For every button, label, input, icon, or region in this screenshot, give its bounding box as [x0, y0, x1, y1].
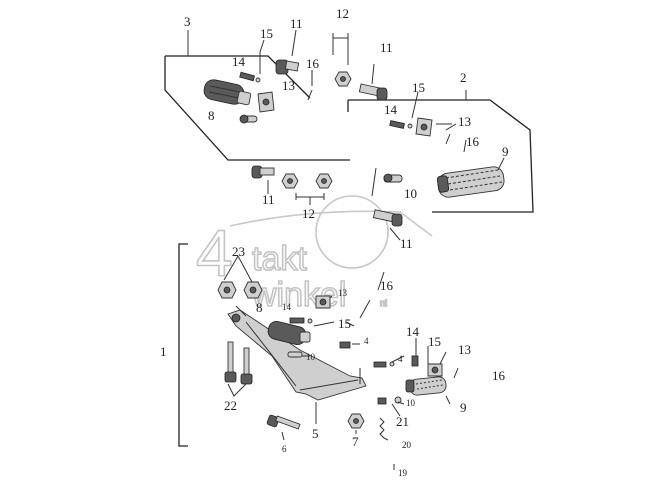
callout-3: 3: [184, 14, 191, 29]
callout-6: 6: [282, 444, 287, 454]
bolt-22-a: [224, 341, 237, 383]
pin-16-right: [445, 133, 451, 145]
bolt-11-right: [358, 83, 388, 101]
pin-21: [377, 397, 387, 405]
callout-2: 2: [460, 70, 467, 85]
callout-13-top: 13: [282, 78, 295, 93]
bolt-11-top: [275, 59, 300, 75]
bracket-22: [227, 383, 247, 397]
bolt-11-lower: [372, 209, 403, 227]
pin-16-lower: [453, 367, 459, 379]
assembly-3-frame: [164, 55, 350, 161]
callout-14-right: 14: [384, 102, 398, 117]
callout-15-mid: 15: [338, 316, 351, 331]
callout-14-mid: 14: [282, 302, 292, 312]
pin-10-left: [239, 114, 258, 124]
watermark-suffix: nl: [380, 298, 387, 308]
assembly-1-bracket: [178, 243, 188, 447]
callout-11-mid: 11: [262, 192, 275, 207]
bolt-4-a: [339, 341, 351, 349]
spring-20: [379, 417, 385, 439]
callout-19: 19: [398, 468, 408, 478]
callout-1: 1: [160, 344, 167, 359]
callout-12-top: 12: [336, 6, 349, 21]
callout-11-top: 11: [290, 16, 303, 31]
callout-20: 20: [402, 440, 412, 450]
callout-10-lower: 10: [306, 352, 316, 362]
bolt-14-lower-right: [411, 355, 419, 367]
callout-numbers: 3 15 11 12 11 14 16 13 8 2 15 14 13 16 9…: [160, 6, 509, 478]
watermark-word1: takt: [252, 240, 307, 278]
washer-left: [255, 77, 261, 83]
callout-10-right: 10: [404, 186, 417, 201]
middle-parts: [251, 165, 333, 189]
bracket-12-top: [332, 33, 349, 65]
callout-13-mid: 13: [338, 288, 348, 298]
callout-15-top: 15: [260, 26, 273, 41]
callout-16-top: 16: [306, 56, 320, 71]
bolt-14-left: [239, 71, 256, 82]
pin-10-lower: [287, 351, 303, 358]
bolt-14-right: [389, 120, 405, 129]
callout-13-lower: 13: [458, 342, 471, 357]
watermark-logo: 4 takt winkel nl: [195, 195, 433, 315]
callout-11-lower: 11: [400, 236, 413, 251]
callout-4-a: 4: [364, 336, 369, 346]
assembly-3-parts: [203, 59, 352, 124]
callout-14-top: 14: [232, 54, 246, 69]
footpeg-grid-right: [436, 166, 505, 198]
bolt-14-lower-left: [289, 317, 305, 324]
assembly-1-parts: [217, 281, 459, 439]
callout-12-mid: 12: [302, 206, 315, 221]
bolt-4-b: [373, 361, 387, 368]
callout-13-right: 13: [458, 114, 471, 129]
callout-16-right: 16: [466, 134, 480, 149]
callout-5: 5: [312, 426, 319, 441]
footpeg-rubber-left: [203, 79, 252, 106]
callout-15-right: 15: [412, 80, 425, 95]
callout-9-right: 9: [502, 144, 509, 159]
callout-11-right: 11: [380, 40, 393, 55]
callout-10-small: 10: [406, 398, 416, 408]
watermark-word2: winkel: [251, 276, 346, 314]
callout-22: 22: [224, 398, 237, 413]
bolt-22-b: [240, 347, 253, 385]
watermark-wheel: [315, 195, 389, 269]
callout-14-lower: 14: [406, 324, 420, 339]
callout-16-lower: 16: [492, 368, 506, 383]
callout-8-top: 8: [208, 108, 215, 123]
bracket-12-mid: [295, 193, 325, 205]
assembly-2-frame: [347, 99, 534, 213]
footpeg-grid-lower-right: [405, 376, 447, 396]
bracket-23: [223, 254, 253, 283]
bolt-11-middle: [251, 165, 275, 179]
callout-16-mid: 16: [380, 278, 394, 293]
callout-9-lower: 9: [460, 400, 467, 415]
watermark-digit: 4: [196, 216, 233, 290]
footpeg-rubber-lower-left: [267, 320, 311, 346]
bolt-6: [266, 414, 301, 430]
callout-7: 7: [352, 434, 359, 449]
callout-4-b: 4: [398, 354, 403, 364]
pin-16-left: [307, 89, 313, 101]
callout-15-lower: 15: [428, 334, 441, 349]
pin-10-right: [383, 173, 403, 183]
callout-8-lower: 8: [256, 300, 263, 315]
callout-23: 23: [232, 244, 245, 259]
leader-lines: [187, 29, 505, 470]
assembly-2-parts: [358, 83, 505, 227]
watermark-swoosh: [229, 210, 433, 237]
callout-21: 21: [396, 414, 409, 429]
